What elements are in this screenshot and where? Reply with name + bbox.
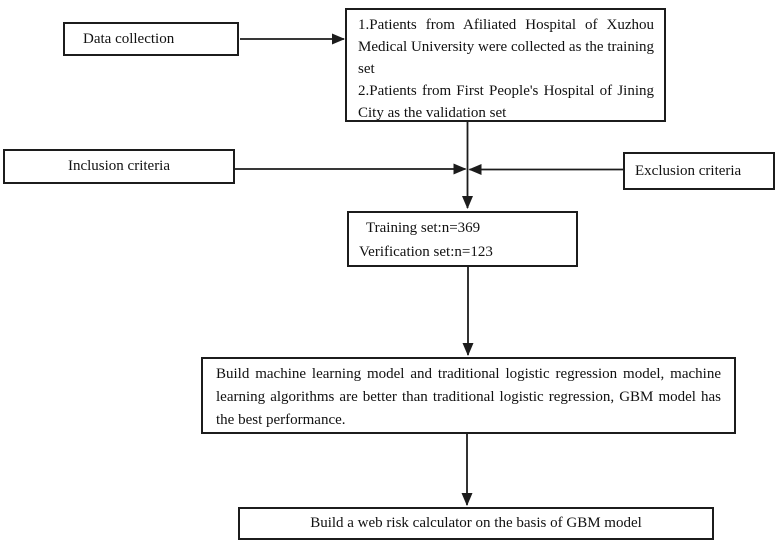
node-web-calculator-label: Build a web risk calculator on the basis…	[310, 515, 642, 531]
node-web-calculator: Build a web risk calculator on the basis…	[238, 507, 714, 540]
model-comparison-text: Build machine learning model and traditi…	[216, 366, 721, 428]
node-exclusion-label: Exclusion criteria	[635, 162, 742, 179]
node-patients-sources: 1.Patients from Afiliated Hospital of Xu…	[345, 8, 666, 122]
node-data-collection-label: Data collection	[83, 30, 175, 47]
node-inclusion-label: Inclusion criteria	[67, 158, 171, 174]
node-inclusion-criteria: Inclusion criteria	[3, 149, 235, 184]
patients-item-2: 2.Patients from First People's Hospital …	[358, 83, 654, 121]
node-model-comparison: Build machine learning model and traditi…	[201, 357, 736, 434]
node-exclusion-criteria: Exclusion criteria	[623, 152, 775, 190]
node-data-collection: Data collection	[63, 22, 239, 56]
patients-item-1: 1.Patients from Afiliated Hospital of Xu…	[358, 17, 654, 77]
node-cohort-sizes: Training set:n=369 Verification set:n=12…	[347, 211, 578, 267]
cohort-verification-set: Verification set:n=123	[359, 244, 493, 260]
cohort-training-set: Training set:n=369	[366, 220, 481, 236]
